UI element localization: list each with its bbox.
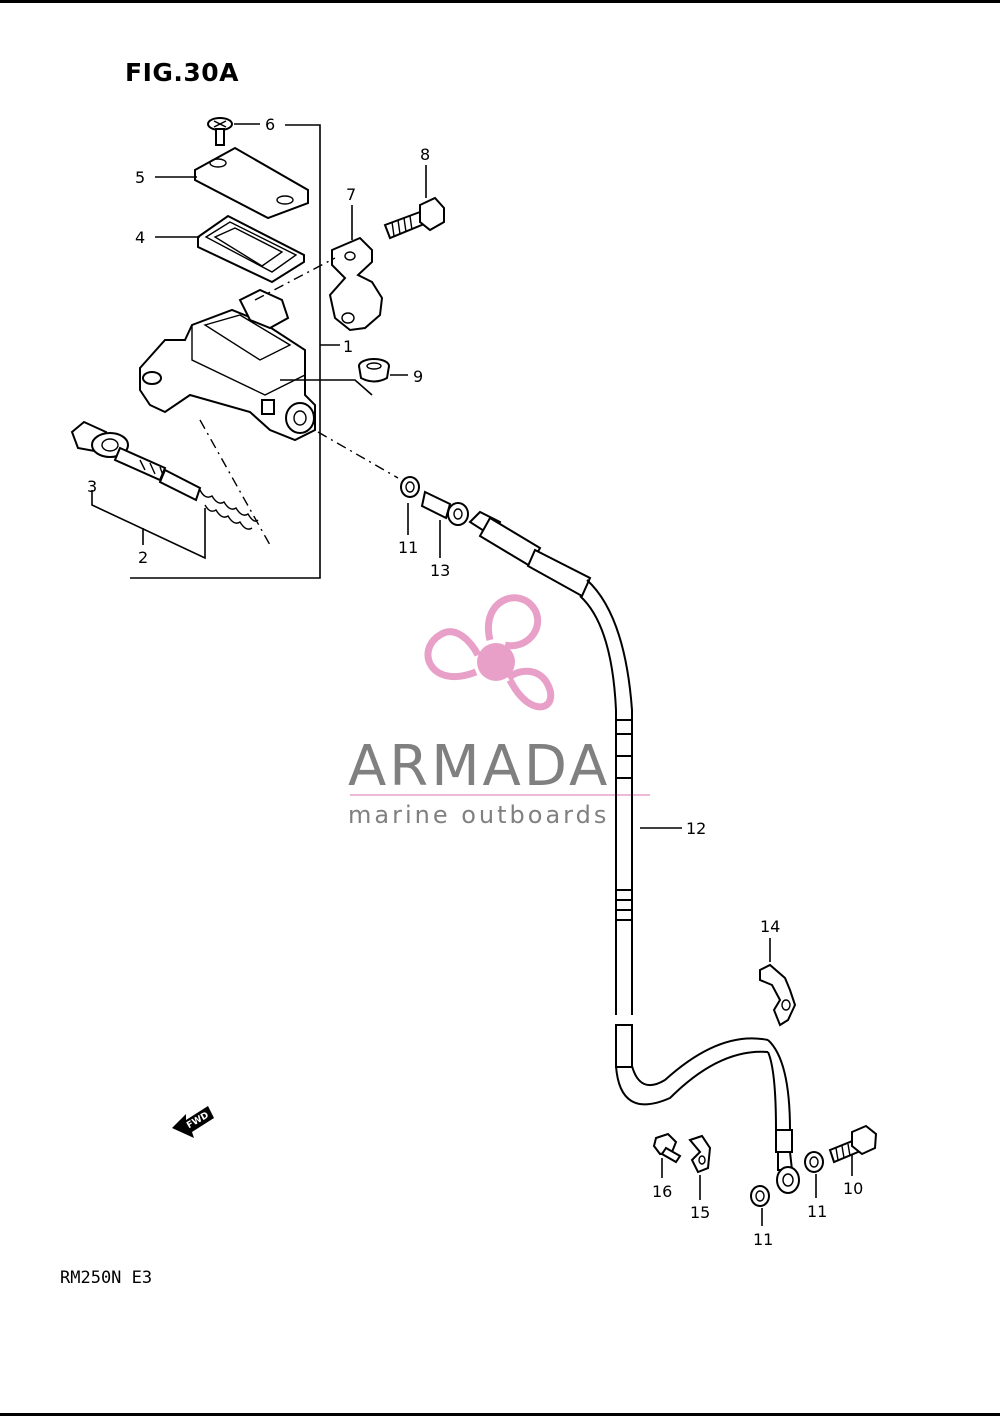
handlebar-clamp xyxy=(254,205,384,332)
callout-12: 12 xyxy=(686,819,706,838)
model-code: RM250N E3 xyxy=(60,1268,153,1288)
callout-16: 16 xyxy=(652,1182,672,1201)
washer-upper xyxy=(400,476,420,535)
washer-lower-left xyxy=(750,1185,770,1226)
callout-13: 13 xyxy=(430,561,450,580)
diaphragm-plate xyxy=(155,214,305,284)
assembly-bracket xyxy=(130,124,340,579)
callout-9: 9 xyxy=(413,367,423,386)
reservoir-grommet xyxy=(280,358,408,396)
watermark-logo-icon xyxy=(424,594,555,711)
forward-direction-icon: FWD xyxy=(172,1106,214,1138)
frame-bottom-border xyxy=(0,1413,1000,1416)
clamp-bolt xyxy=(383,165,445,240)
piston-kit xyxy=(70,419,271,560)
callout-8: 8 xyxy=(420,145,430,164)
brake-hose xyxy=(468,510,800,1194)
callout-15: 15 xyxy=(690,1203,710,1222)
callout-7: 7 xyxy=(346,185,356,204)
hose-guide xyxy=(688,1134,712,1200)
watermark-tagline: marine outboards xyxy=(348,801,609,829)
callout-6: 6 xyxy=(265,115,275,134)
callout-1: 1 xyxy=(343,337,353,356)
master-cylinder-body xyxy=(139,288,316,442)
reservoir-cap-screw xyxy=(207,117,260,146)
hose-fitting-bolt xyxy=(420,490,469,558)
callout-14: 14 xyxy=(760,917,780,936)
reservoir-cap xyxy=(155,146,309,220)
callout-3: 3 xyxy=(87,477,97,496)
union-bolt xyxy=(828,1124,878,1176)
callout-2: 2 xyxy=(138,548,148,567)
callout-4: 4 xyxy=(135,228,145,247)
frame-top-border xyxy=(0,0,1000,3)
hose-bracket xyxy=(759,938,797,1027)
callout-11-lower-right: 11 xyxy=(807,1202,827,1221)
watermark-name: ARMADA xyxy=(348,734,610,799)
bracket-bolt xyxy=(652,1132,682,1178)
callout-10: 10 xyxy=(843,1179,863,1198)
callout-11-lower-left: 11 xyxy=(753,1230,773,1249)
figure-title: FIG.30A xyxy=(125,58,240,87)
callout-5: 5 xyxy=(135,168,145,187)
washer-lower-right xyxy=(804,1151,824,1198)
callout-11-upper: 11 xyxy=(398,538,418,557)
